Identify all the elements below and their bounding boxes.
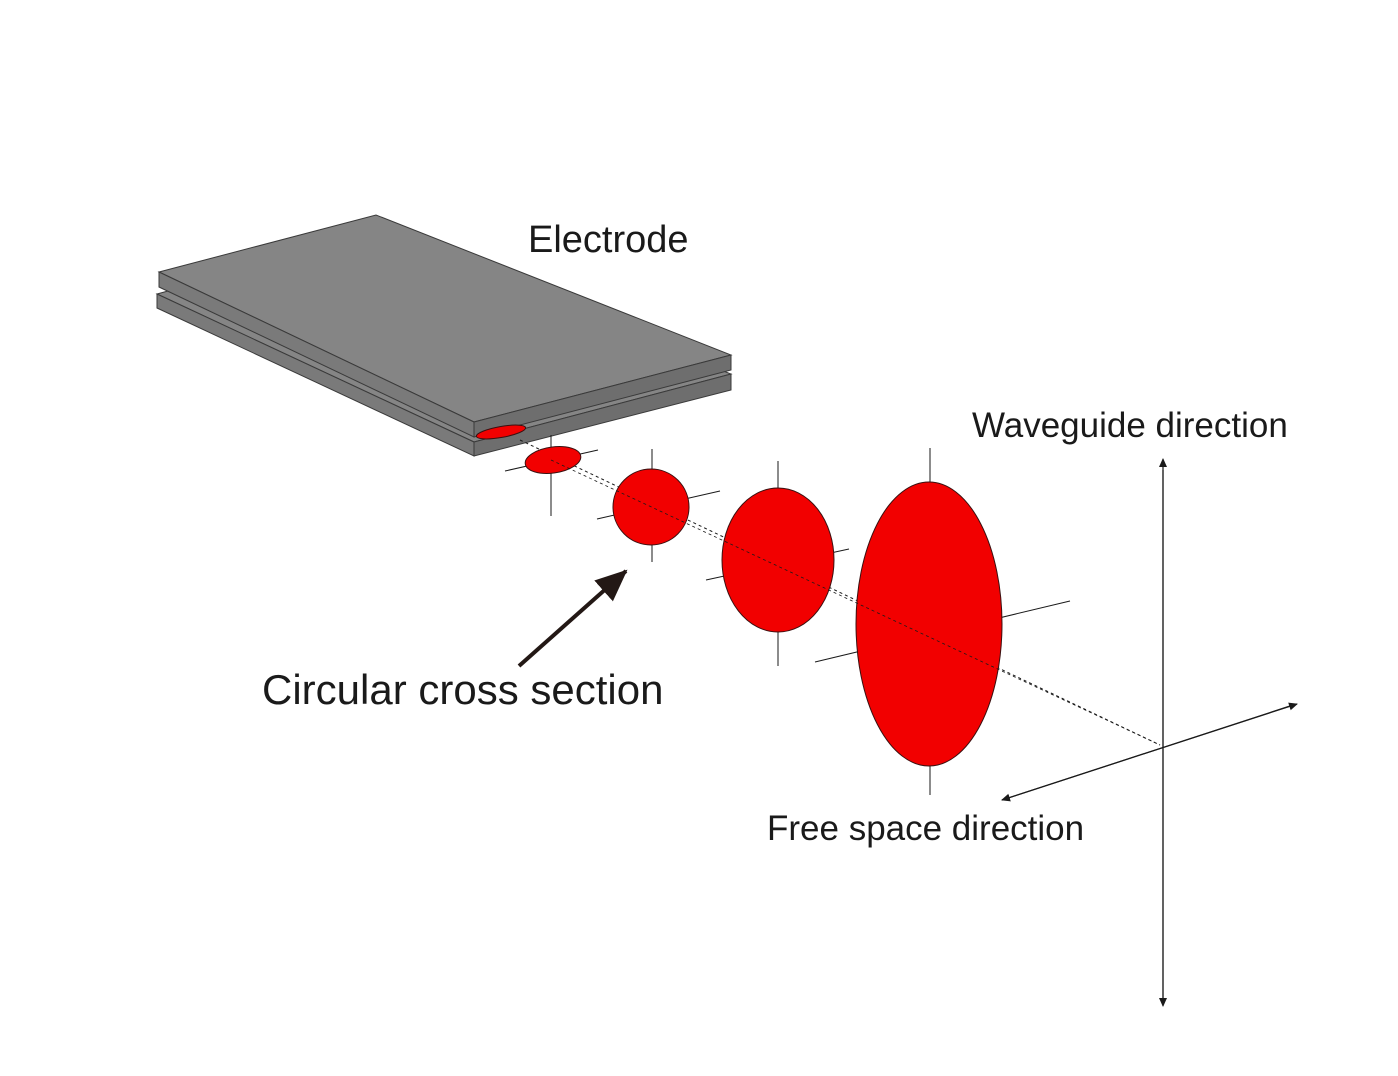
beam-cross-section-4: [814, 448, 1071, 795]
electrode-label: Electrode: [528, 219, 689, 261]
circular-cross-section-pointer-arrow: [517, 569, 628, 668]
waveguide-direction-label: Waveguide direction: [972, 406, 1288, 445]
circular-cross-section-label: Circular cross section: [262, 666, 663, 713]
free-space-direction-label: Free space direction: [767, 809, 1084, 848]
beam-cross-section-2: [596, 449, 721, 562]
propagation-axis: [519, 439, 1161, 746]
coordinate-axes: [1001, 458, 1298, 1007]
electrode: [155, 214, 733, 457]
electrode-upper-plate: [157, 214, 733, 438]
beam-spot-in-waveguide: [475, 424, 527, 440]
free-space-direction-arrow-back: [1001, 705, 1291, 802]
propagation-axis-overlay: [550, 459, 1161, 746]
beam-cross-section-3: [705, 461, 850, 666]
